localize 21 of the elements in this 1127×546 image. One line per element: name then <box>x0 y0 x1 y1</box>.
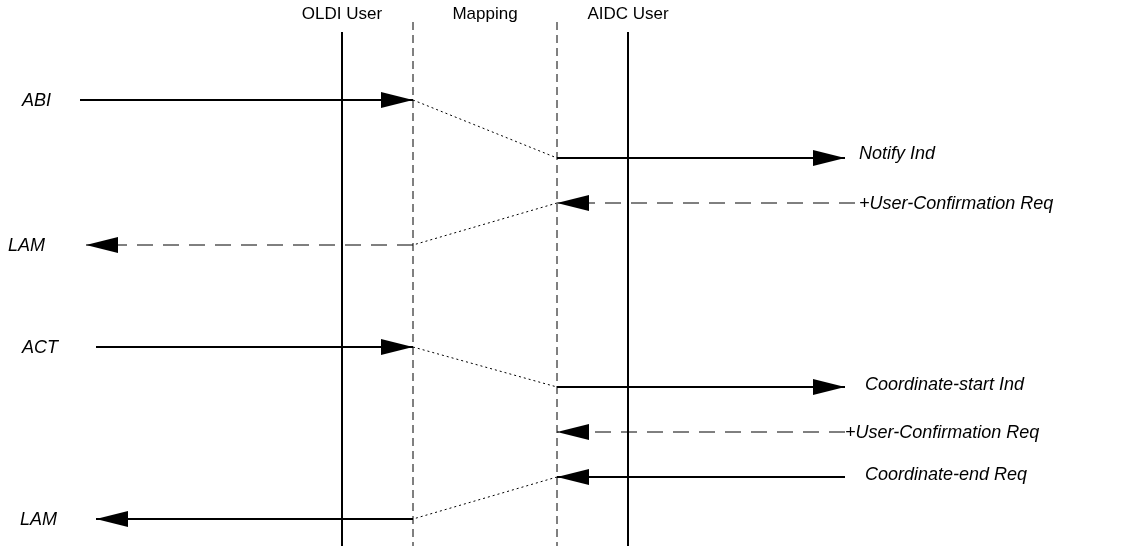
message-arrow <box>79 92 414 108</box>
message-label: LAM <box>20 507 96 531</box>
message-label: ABI <box>22 88 80 112</box>
message-label: LAM <box>8 233 86 257</box>
message-arrow <box>95 511 414 527</box>
message-label: Notify Ind <box>845 141 985 165</box>
message-label: ACT <box>22 335 96 359</box>
message-arrow <box>95 339 414 355</box>
lifeline-header: AIDC User <box>578 2 678 26</box>
message-label: Coordinate-start Ind <box>845 372 1105 396</box>
message-arrow <box>556 150 846 166</box>
message-label: +User-Confirmation Req <box>855 191 1123 215</box>
lifeline-header: Mapping <box>435 2 535 26</box>
lifeline-header: OLDI User <box>292 2 392 26</box>
message-arrow <box>556 424 846 440</box>
message-arrow <box>556 469 846 485</box>
message-label: +User-Confirmation Req <box>845 420 1120 444</box>
message-label: Coordinate-end Req <box>845 462 1095 486</box>
message-arrow <box>556 195 856 211</box>
message-arrow <box>556 379 846 395</box>
message-arrow <box>85 237 414 253</box>
